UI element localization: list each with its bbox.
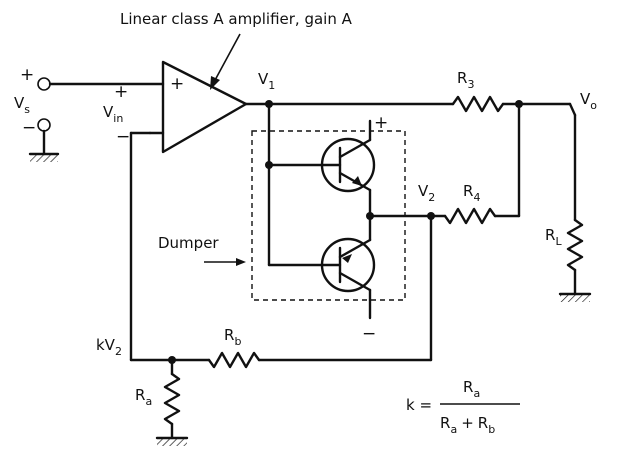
supply-plus-sign: + <box>374 113 388 133</box>
npn-transistor <box>320 137 376 193</box>
pnp-transistor <box>320 237 376 293</box>
ground-symbol-ra <box>155 436 189 446</box>
ground-symbol-vs <box>28 152 60 162</box>
amp-plus-sign: + <box>170 74 184 94</box>
kv2-label: kV2 <box>96 336 122 358</box>
dumper-label: Dumper <box>158 234 219 252</box>
k-formula: k = Ra Ra+Rb <box>406 378 520 436</box>
vin-label: Vin <box>103 103 123 125</box>
formula-denominator: Ra+Rb <box>440 414 495 436</box>
resistor-rl <box>566 218 584 272</box>
amplifier-triangle <box>161 60 248 154</box>
input-terminal-plus <box>37 77 51 91</box>
rl-top-wire-a <box>568 102 577 117</box>
resistor-rb <box>207 351 261 369</box>
vs-plus-sign: + <box>20 65 34 85</box>
dumper-arrowhead <box>236 258 246 266</box>
title-pointer-arrow <box>213 33 241 83</box>
v1-label: V1 <box>258 70 275 92</box>
supply-minus-sign: − <box>362 324 376 344</box>
vin-plus-sign: + <box>114 82 128 102</box>
vin-minus-sign: − <box>116 127 130 147</box>
rb-label: Rb <box>224 326 241 348</box>
r4-label: R4 <box>463 182 480 204</box>
rl-label: RL <box>545 226 562 248</box>
formula-lhs: k = <box>406 396 432 414</box>
vs-minus-sign: − <box>22 118 36 138</box>
input-terminal-vs: + − Vs <box>14 65 51 138</box>
ground-symbol-rl <box>558 292 592 302</box>
v2-label: V2 <box>418 182 435 204</box>
r3-label: R3 <box>457 69 474 91</box>
formula-numerator: Ra <box>463 378 480 400</box>
resistor-ra <box>163 372 181 426</box>
resistor-r3 <box>451 95 505 113</box>
dumper-box <box>251 130 406 301</box>
vs-label: Vs <box>14 94 30 116</box>
vo-label: Vo <box>580 90 597 112</box>
amplifier-title: Linear class A amplifier, gain A <box>120 10 353 28</box>
resistor-r4 <box>443 207 497 225</box>
input-terminal-minus <box>37 118 51 132</box>
ra-label: Ra <box>135 386 152 408</box>
